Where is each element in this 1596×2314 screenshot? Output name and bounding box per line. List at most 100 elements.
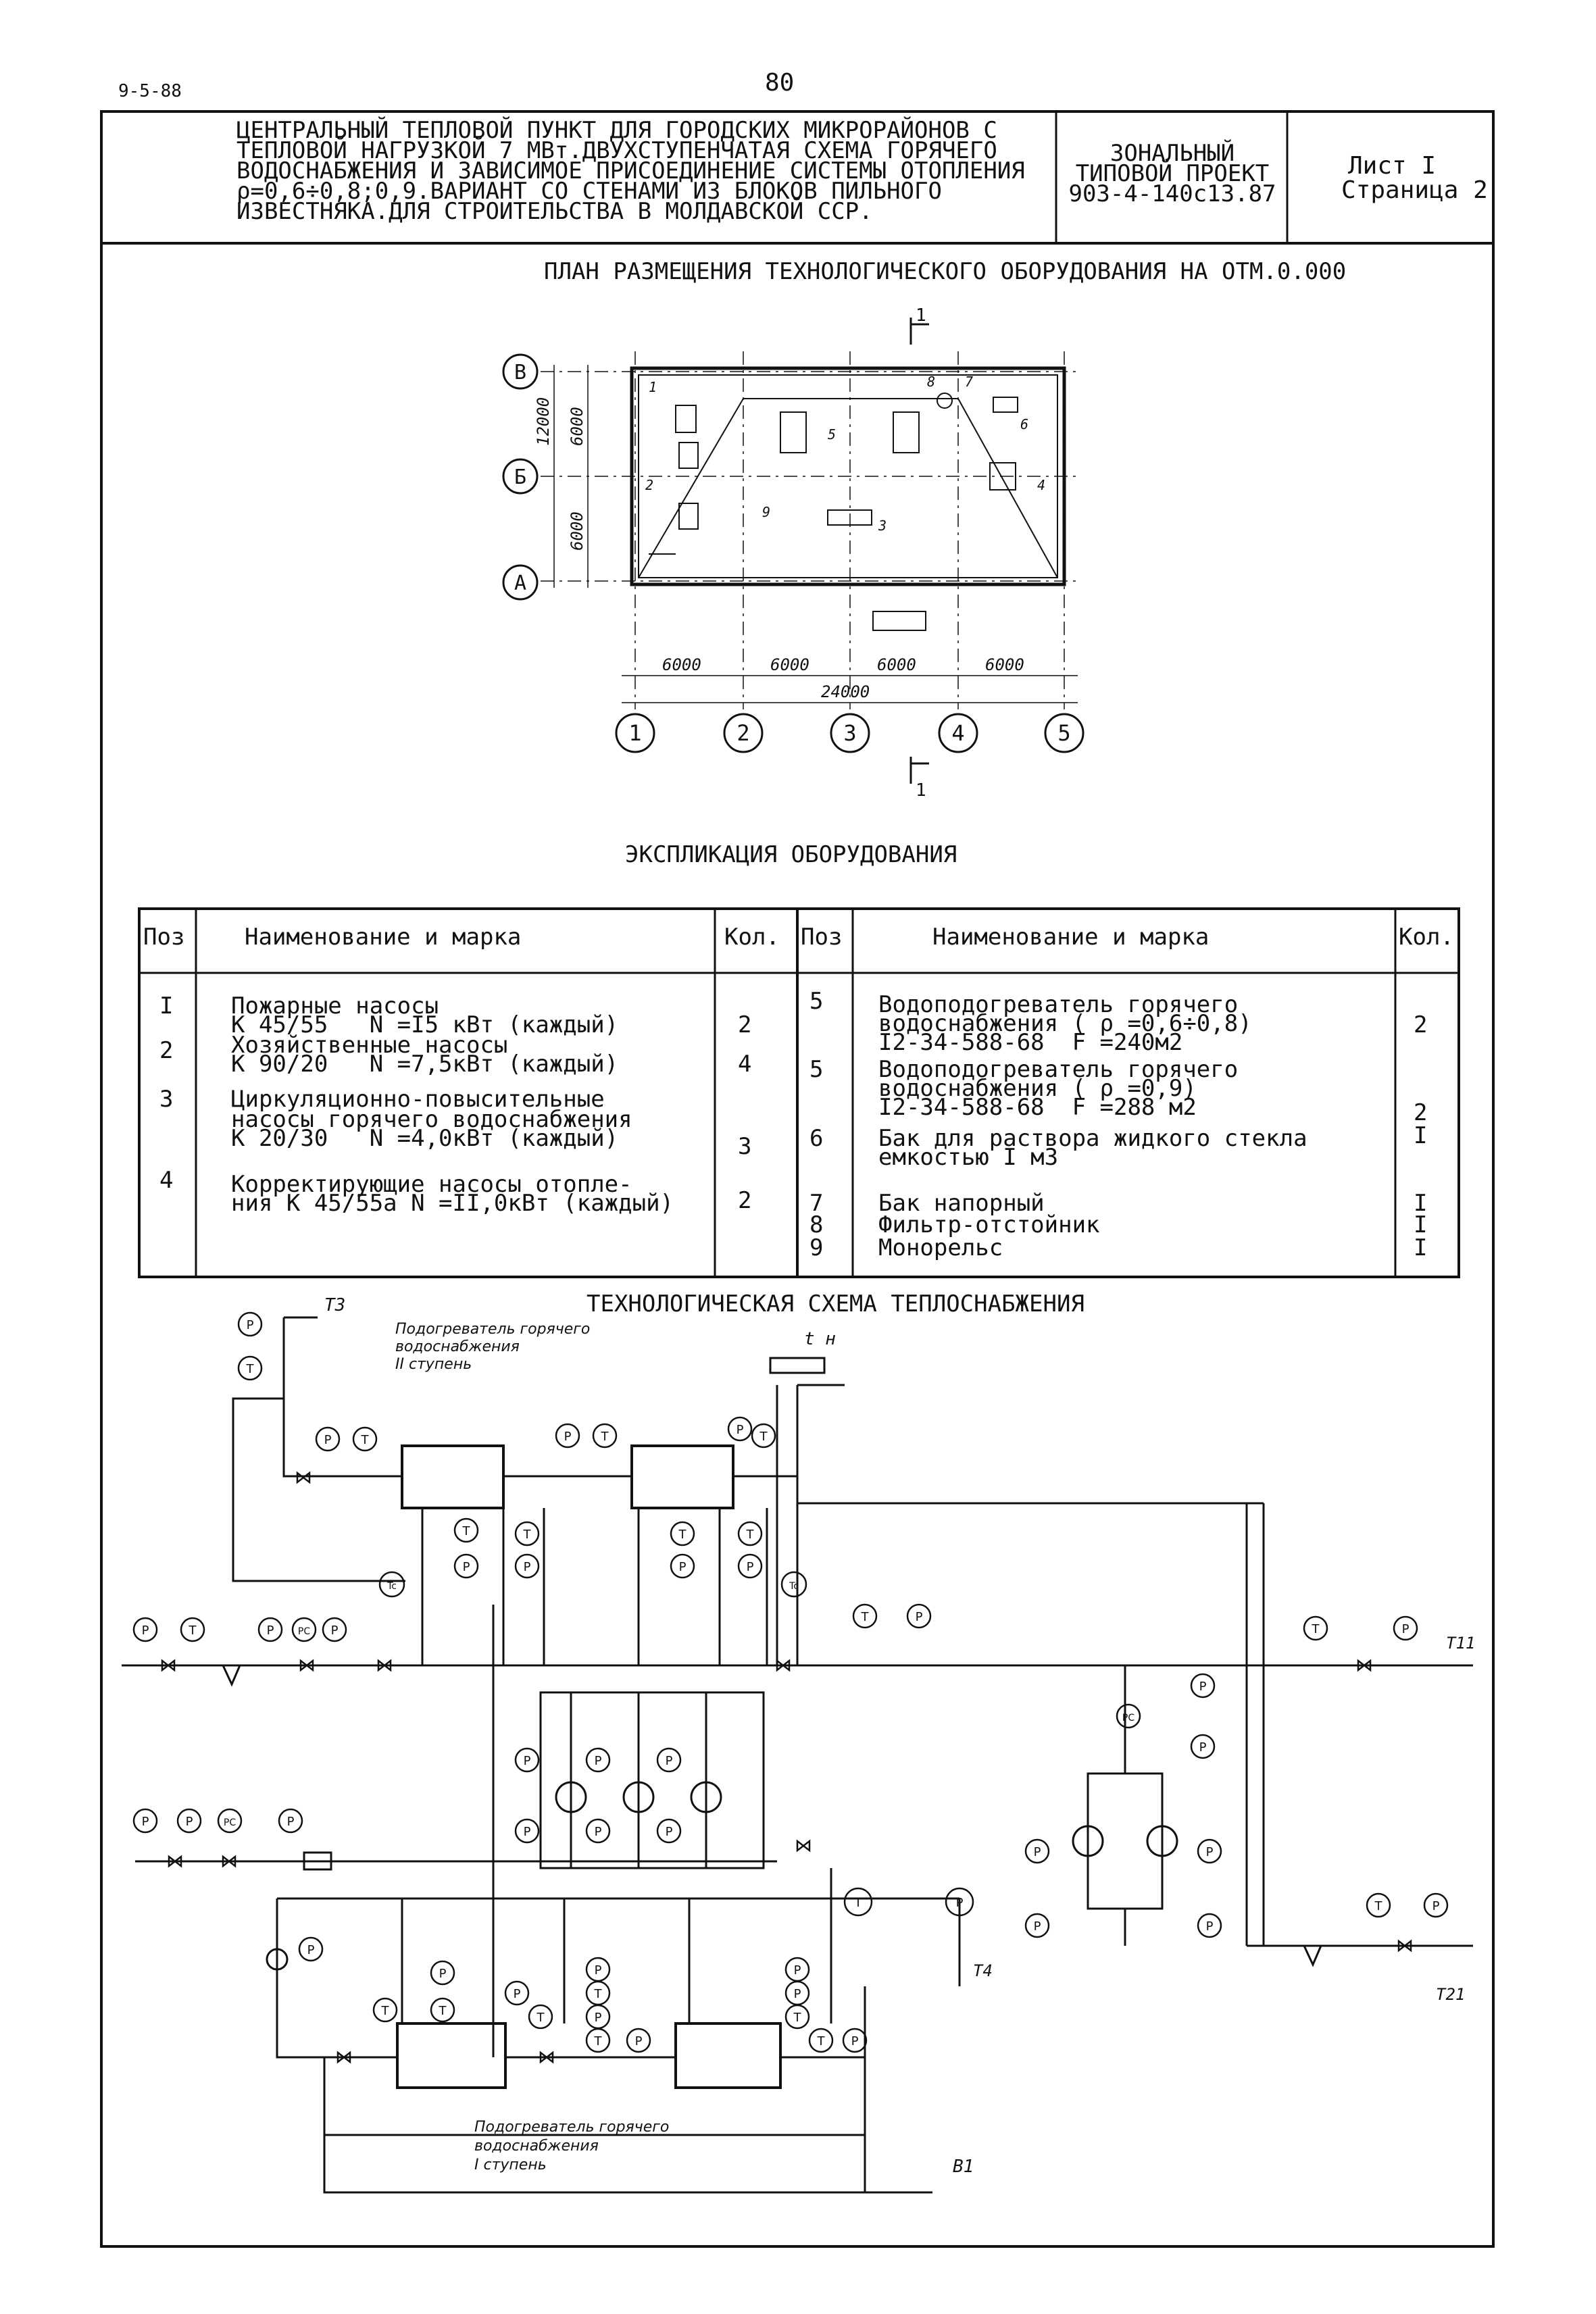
thermometer-symbol: T <box>246 1362 255 1376</box>
row-axis-label: В <box>514 361 526 384</box>
pressure-gauge-symbol: P <box>595 1963 602 1978</box>
pressure-gauge-symbol: P <box>524 1754 531 1768</box>
title-line-1: ЦЕНТРАЛЬНЫЙ ТЕПЛОВОЙ ПУНКТ ДЛЯ ГОРОДСКИХ… <box>236 117 997 144</box>
table-header-pos-right: Поз <box>801 924 843 951</box>
column-axis-bubble <box>615 713 655 753</box>
equipment-position: 7 <box>965 374 973 390</box>
temp-regulator <box>378 1571 405 1598</box>
row-axis-bubble <box>502 458 539 495</box>
thermometer <box>352 1426 378 1452</box>
temp-regulator <box>780 1571 807 1598</box>
pump-icon <box>555 1781 587 1813</box>
row-axis-bubble <box>502 353 539 390</box>
sheet-frame <box>100 110 1495 2248</box>
pipe-label-t4: Т4 <box>973 1961 993 1980</box>
row-pos: 4 <box>159 1167 174 1194</box>
pressure-gauge-symbol: P <box>666 1825 673 1839</box>
column-axis-bubble <box>938 713 978 753</box>
heater-stage2-right <box>630 1444 734 1509</box>
valve <box>796 1839 811 1853</box>
column-axis-bubble <box>723 713 764 753</box>
pressure-regulator-symbol: PC <box>1122 1713 1134 1724</box>
row-name-line: Бак напорный <box>878 1190 1045 1217</box>
pressure-gauge-symbol: P <box>524 1560 531 1574</box>
heater-5a <box>780 411 807 453</box>
row-name-line: Бак для раствора жидкого стекла <box>878 1125 1307 1152</box>
valve <box>336 2051 351 2064</box>
pressure-gauge <box>585 1818 611 1844</box>
thermometer <box>1366 1892 1391 1918</box>
thermometer <box>737 1521 763 1546</box>
heater-stage1-line: I ступень <box>474 2157 547 2173</box>
pressure-gauge <box>1190 1734 1216 1759</box>
heater-stage1-line: водоснабжения <box>474 2138 599 2155</box>
dimension-label: 6000 <box>877 655 916 674</box>
equipment-position: 3 <box>878 518 887 534</box>
row-qty: 2 <box>1414 1011 1428 1038</box>
pressure-gauge-symbol: P <box>287 1815 295 1829</box>
thermometer-symbol: T <box>817 2034 826 2048</box>
equipment-position: 6 <box>1020 416 1028 432</box>
pressure-gauge <box>315 1426 341 1452</box>
pump-icon <box>690 1781 722 1813</box>
valve <box>222 1855 236 1868</box>
title-line-4: ρ=0,6÷0,8;0,9.ВАРИАНТ СО СТЕНАМИ ИЗ БЛОК… <box>236 178 942 205</box>
pressure-regulator-symbol: PC <box>298 1626 310 1637</box>
pressure-gauge-symbol: P <box>142 1624 149 1638</box>
equipment-position: 2 <box>645 477 653 493</box>
pump-loop <box>1087 1772 1164 1910</box>
row-name-line: I2-34-588-68 F =288 м2 <box>878 1094 1197 1121</box>
pipe <box>276 1898 397 2059</box>
pump-3 <box>827 509 872 526</box>
pressure-regulator <box>217 1808 243 1834</box>
pressure-gauge <box>1024 1838 1050 1864</box>
row-name-line: Водоподогреватель горячего <box>878 991 1239 1018</box>
thermometer-symbol: T <box>462 1524 471 1538</box>
title-line-3: ВОДОСНАБЖЕНИЯ И ЗАВИСИМОЕ ПРИСОЕДИНЕНИЕ … <box>236 157 1025 184</box>
heater-stage1-line: Подогреватель горячего <box>474 2119 670 2136</box>
pressure-gauge-symbol: P <box>956 1896 964 1910</box>
pressure-gauge-symbol: P <box>1199 1680 1207 1694</box>
thermometer-symbol: T <box>439 2004 447 2018</box>
row-name-line: насосы горячего водоснабжения <box>231 1106 632 1133</box>
pressure-gauge-symbol: P <box>1432 1899 1440 1913</box>
row-name-line: Монорельс <box>878 1234 1003 1261</box>
sheet-info: Лист I Страница 2 <box>1341 154 1571 203</box>
row-qty: 4 <box>738 1051 752 1078</box>
pump-icon <box>1146 1825 1178 1857</box>
pressure-gauge <box>278 1808 303 1834</box>
pressure-gauge-symbol: P <box>307 1943 315 1957</box>
column-axis-label: 4 <box>951 720 964 746</box>
heater-stage1-left <box>396 2022 507 2089</box>
equipment-position: 8 <box>927 374 935 390</box>
page-number: 80 <box>765 69 795 97</box>
monorail <box>638 398 744 578</box>
monorail <box>957 398 1058 578</box>
pressure-gauge <box>1197 1913 1222 1938</box>
thermometer <box>453 1517 479 1543</box>
thermometer-symbol: T <box>381 2004 390 2018</box>
valve <box>296 1471 311 1484</box>
heater-stage2-note: Подогреватель горячего водоснабжения II … <box>395 1321 590 1374</box>
pressure-gauge-symbol: P <box>747 1560 754 1574</box>
pressure-gauge-symbol: P <box>595 2011 602 2025</box>
project-line-1: ЗОНАЛЬНЫЙ <box>1109 140 1235 167</box>
pressure-gauge-symbol: P <box>1206 1845 1214 1859</box>
pressure-gauge-symbol: P <box>679 1560 687 1574</box>
column-axis-label: 2 <box>737 720 749 746</box>
dimension-label: 6000 <box>568 511 587 551</box>
temp-regulator-symbol: Tc <box>789 1581 799 1592</box>
thermometer-symbol: T <box>594 2034 603 2048</box>
outdoor-sensor <box>769 1357 826 1374</box>
row-pos: 6 <box>809 1125 824 1152</box>
pressure-gauge-symbol: P <box>1402 1622 1410 1636</box>
pressure-gauge <box>298 1936 324 1962</box>
column-axis-label: 3 <box>843 720 856 746</box>
row-axis-label: А <box>514 572 526 595</box>
heater-stage2-left <box>401 1444 505 1509</box>
pressure-gauge-symbol: P <box>1034 1845 1041 1859</box>
pressure-gauge-symbol: P <box>635 2034 643 2048</box>
pressure-regulator-symbol: PC <box>224 1817 236 1828</box>
table-header-qty-right: Кол. <box>1399 924 1454 951</box>
row-name-line: I2-34-588-68 F =240м2 <box>878 1029 1183 1056</box>
